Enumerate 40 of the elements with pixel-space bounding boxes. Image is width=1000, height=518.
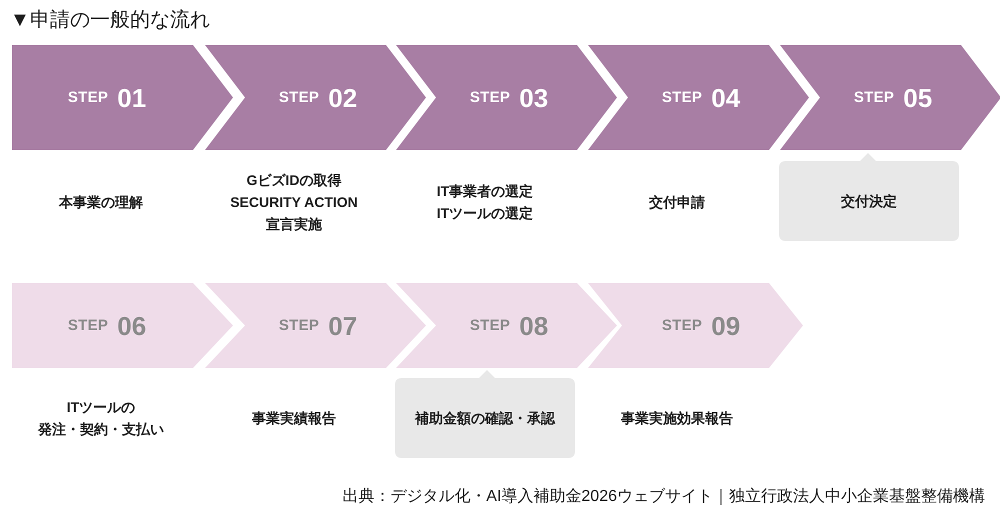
step-banner: [780, 45, 1000, 150]
step-label: STEP: [470, 88, 510, 106]
source-caption: 出典：デジタル化・AI導入補助金2026ウェブサイト｜独立行政法人中小企業基盤整備機構: [342, 486, 985, 507]
step-description: 補助金額の確認・承認: [415, 409, 555, 428]
step-banner: [588, 283, 803, 368]
step-number: 03: [519, 82, 548, 112]
step-label: STEP: [68, 88, 108, 106]
step-label: STEP: [662, 88, 702, 106]
step-description: 事業実績報告: [252, 409, 336, 428]
step-label: STEP: [662, 316, 702, 334]
step-number: 05: [903, 82, 932, 112]
step-description: GビズIDの取得: [246, 171, 342, 190]
step-label: STEP: [470, 316, 510, 334]
step-banner: [205, 45, 426, 150]
diagram-title: ▼申請の一般的な流れ: [10, 8, 210, 33]
step-number: 06: [117, 310, 146, 340]
step-description: IT事業者の選定: [436, 182, 534, 201]
step-banner: [396, 45, 617, 150]
step-label: STEP: [278, 88, 320, 106]
step-banner: [588, 45, 809, 150]
step-number: 02: [328, 82, 358, 112]
step-number: 01: [117, 82, 146, 112]
step-banner: [12, 283, 233, 368]
step-banner: [396, 283, 617, 368]
step-description: SECURITY ACTION 宣言実施: [229, 193, 359, 234]
step-number: 04: [711, 82, 740, 112]
step-label: STEP: [854, 88, 894, 106]
step-description: 事業実施効果報告: [621, 409, 733, 428]
step-description: 交付申請: [649, 193, 705, 212]
step-number: 08: [519, 310, 548, 340]
step-number: 07: [328, 310, 358, 340]
step-description: 本事業の理解: [59, 193, 143, 212]
step-banner: [205, 283, 426, 368]
step-number: 09: [711, 310, 740, 340]
step-description: ITツールの発注・契約・支払い: [36, 398, 165, 439]
step-label: STEP: [278, 316, 320, 334]
step-banner: [12, 45, 233, 150]
step-label: STEP: [68, 316, 108, 334]
step-description: ITツールの選定: [436, 204, 534, 223]
step-description: 交付決定: [841, 192, 897, 211]
